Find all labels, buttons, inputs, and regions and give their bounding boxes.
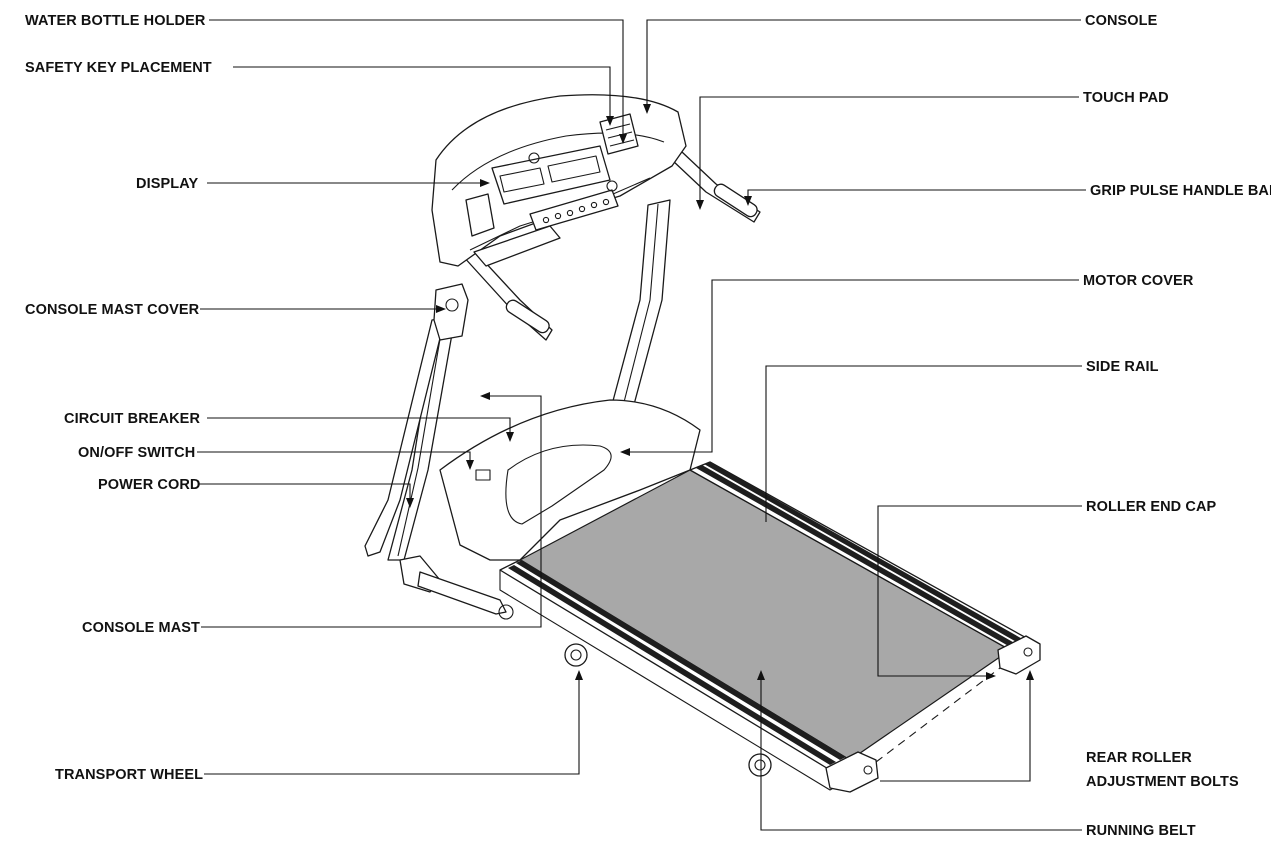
console-mast-cover (433, 283, 469, 341)
label-display: DISPLAY (136, 176, 198, 192)
label-touch-pad: TOUCH PAD (1083, 90, 1169, 106)
motor-cover-window (505, 444, 612, 525)
leader-lines (197, 19, 1086, 831)
label-transport-wheel: TRANSPORT WHEEL (55, 767, 203, 783)
label-rear-roller-line2: ADJUSTMENT BOLTS (1086, 774, 1239, 790)
label-console-mast: CONSOLE MAST (82, 620, 200, 636)
water-bottle-holder-left (465, 193, 495, 237)
label-on-off-switch: ON/OFF SWITCH (78, 445, 195, 461)
display-panel (491, 145, 611, 205)
label-running-belt: RUNNING BELT (1086, 823, 1196, 839)
part-labels: WATER BOTTLE HOLDER SAFETY KEY PLACEMENT… (25, 13, 1271, 839)
transport-wheel-front (564, 643, 588, 667)
label-motor-cover: MOTOR COVER (1083, 273, 1194, 289)
console-mast-left-rear (364, 317, 446, 557)
treadmill-illustration (364, 94, 1041, 793)
label-console: CONSOLE (1085, 13, 1158, 29)
label-safety-key-placement: SAFETY KEY PLACEMENT (25, 60, 212, 76)
label-power-cord: POWER CORD (98, 477, 201, 493)
label-rear-roller-line1: REAR ROLLER (1086, 750, 1192, 766)
transport-wheel-rear (748, 753, 772, 777)
label-side-rail: SIDE RAIL (1086, 359, 1159, 375)
label-roller-end-cap: ROLLER END CAP (1086, 499, 1217, 515)
touch-pad (529, 189, 619, 231)
label-console-mast-cover: CONSOLE MAST COVER (25, 302, 200, 318)
console-tray (473, 225, 561, 267)
console-mast-right (609, 199, 671, 413)
motor-cover (439, 399, 701, 561)
label-grip-pulse-handle-bars: GRIP PULSE HANDLE BARS (1090, 183, 1271, 199)
label-water-bottle-holder: WATER BOTTLE HOLDER (25, 13, 206, 29)
label-circuit-breaker: CIRCUIT BREAKER (64, 411, 200, 427)
roller-end-cap-left (825, 751, 879, 793)
